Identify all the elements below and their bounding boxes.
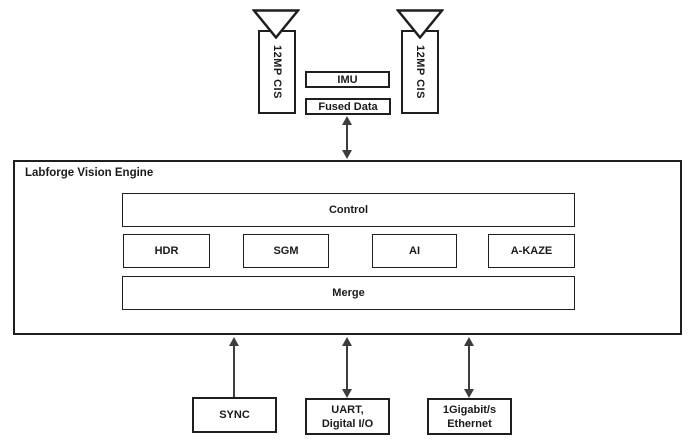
arrow-ethernet-engine — [464, 337, 474, 398]
control-label: Control — [328, 204, 369, 216]
camera-right-label: 12MP CIS — [414, 45, 426, 99]
camera-left-label: 12MP CIS — [271, 45, 283, 99]
module-box-akaze: A-KAZE — [488, 234, 575, 268]
akaze-label: A-KAZE — [510, 245, 553, 257]
sync-label: SYNC — [219, 409, 250, 421]
ethernet-box: 1Gigabit/s Ethernet — [427, 398, 512, 435]
arrow-up-icon — [464, 337, 474, 346]
module-box-sgm: SGM — [243, 234, 329, 268]
hdr-label: HDR — [154, 245, 179, 257]
control-box: Control — [122, 193, 575, 227]
arrow-fused-data-engine — [342, 116, 352, 159]
sync-box: SYNC — [192, 397, 277, 433]
uart-label-line1: UART, — [331, 403, 364, 416]
camera-left-lens-icon — [252, 9, 300, 39]
arrow-up-icon — [229, 337, 239, 346]
imu-label: IMU — [337, 73, 358, 86]
fused-data-box: Fused Data — [305, 98, 391, 115]
camera-left-box: 12MP CIS — [258, 30, 296, 114]
uart-label-line2: Digital I/O — [321, 417, 374, 430]
arrow-down-icon — [342, 389, 352, 398]
merge-box: Merge — [122, 276, 575, 310]
ai-label: AI — [409, 245, 420, 257]
camera-right-box: 12MP CIS — [401, 30, 439, 114]
arrow-down-icon — [464, 389, 474, 398]
arrow-sync-engine — [229, 337, 239, 397]
arrow-down-icon — [342, 150, 352, 159]
arrow-up-icon — [342, 337, 352, 346]
merge-label: Merge — [332, 287, 365, 299]
uart-digital-io-box: UART, Digital I/O — [305, 398, 390, 435]
sgm-label: SGM — [273, 245, 299, 257]
vision-engine-title: Labforge Vision Engine — [25, 167, 154, 179]
arrow-uart-engine — [342, 337, 352, 398]
ethernet-label-line1: 1Gigabit/s — [442, 403, 497, 416]
fused-data-label: Fused Data — [318, 100, 378, 113]
camera-right-lens-icon — [396, 9, 444, 39]
imu-box: IMU — [305, 71, 390, 88]
module-box-hdr: HDR — [123, 234, 210, 268]
module-box-ai: AI — [372, 234, 457, 268]
arrow-up-icon — [342, 116, 352, 125]
ethernet-label-line2: Ethernet — [447, 417, 492, 430]
